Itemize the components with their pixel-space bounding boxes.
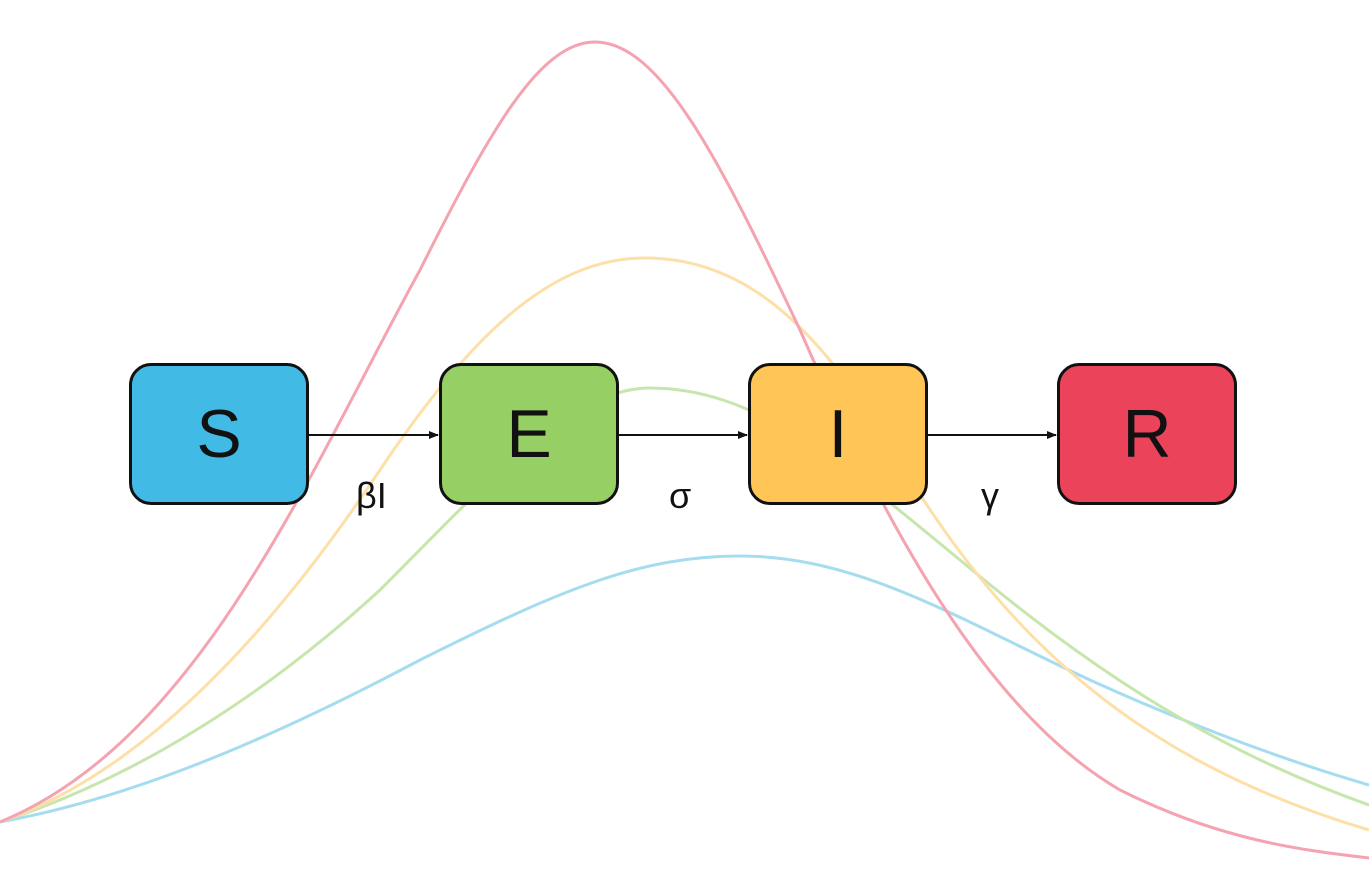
compartment-label: R [1122, 396, 1172, 472]
yellow-curve [0, 256, 1369, 832]
compartment-infectious: I [748, 363, 928, 505]
compartment-susceptible: S [129, 363, 309, 505]
compartment-label: I [828, 396, 848, 472]
rate-label-e-to-i: σ [669, 475, 692, 516]
green-curve [0, 386, 1369, 824]
rate-label-s-to-e: βI [356, 475, 387, 516]
rate-label-i-to-r: γ [981, 475, 999, 516]
compartment-exposed: E [439, 363, 619, 505]
blue-curve [0, 554, 1369, 824]
compartment-label: E [506, 396, 552, 472]
compartment-recovered: R [1057, 363, 1237, 505]
compartment-label: S [196, 396, 242, 472]
